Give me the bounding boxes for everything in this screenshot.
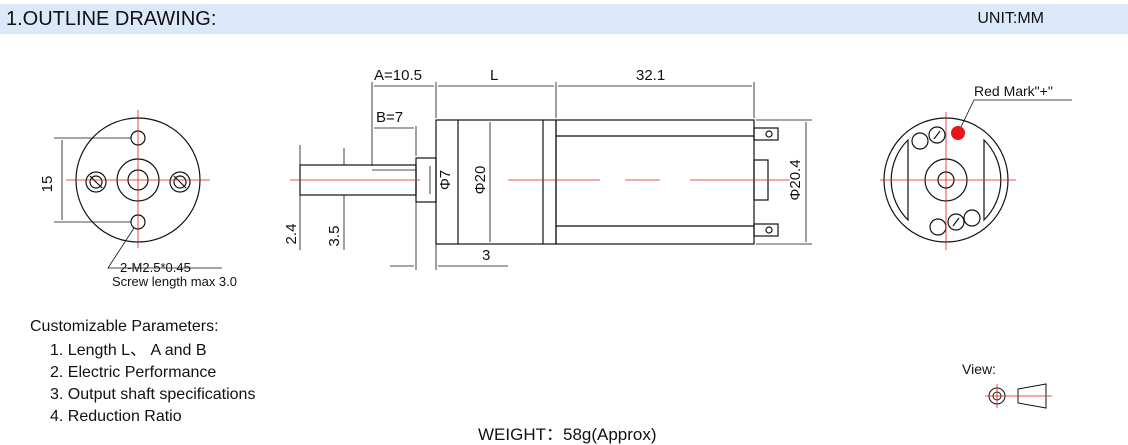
dim-15: 15 xyxy=(39,176,56,193)
param-item: 2. Electric Performance xyxy=(50,364,217,381)
section-title: 1.OUTLINE DRAWING: xyxy=(6,8,217,30)
customizable-parameters: Customizable Parameters: 1. Length L、 A … xyxy=(30,316,255,428)
params-heading: Customizable Parameters: xyxy=(30,318,219,335)
param-item: 3. Output shaft specifications xyxy=(50,386,256,403)
param-item: 1. Length L、 A and B xyxy=(50,342,207,359)
view-label: View: xyxy=(962,361,996,377)
unit-label: UNIT:MM xyxy=(977,10,1044,27)
red-mark-dot xyxy=(951,126,965,140)
dim-motor-length: 32.1 xyxy=(636,67,665,84)
rear-view xyxy=(883,99,1072,243)
screw-spec-label: 2-M2.5*0.45 xyxy=(120,260,191,275)
weight-label: WEIGHT：58g(Approx) xyxy=(478,425,657,444)
dim-shaft-diameter: Φ7 xyxy=(437,170,454,190)
side-view xyxy=(299,119,779,245)
dim-2-4: 2.4 xyxy=(283,224,300,245)
param-item: 4. Reduction Ratio xyxy=(50,408,182,425)
dim-gear-diameter: Φ20 xyxy=(472,166,489,195)
screw-length-label: Screw length max 3.0 xyxy=(112,274,237,289)
dim-motor-diameter: Φ20.4 xyxy=(787,159,804,200)
dim-3-5: 3.5 xyxy=(326,226,343,247)
dim-l: L xyxy=(490,67,498,84)
dim-a: A=10.5 xyxy=(374,67,422,84)
section-header: 1.OUTLINE DRAWING: UNIT:MM xyxy=(0,4,1128,34)
dim-3: 3 xyxy=(482,247,490,264)
red-mark-label: Red Mark"+" xyxy=(974,83,1053,99)
dim-b: B=7 xyxy=(376,109,403,126)
